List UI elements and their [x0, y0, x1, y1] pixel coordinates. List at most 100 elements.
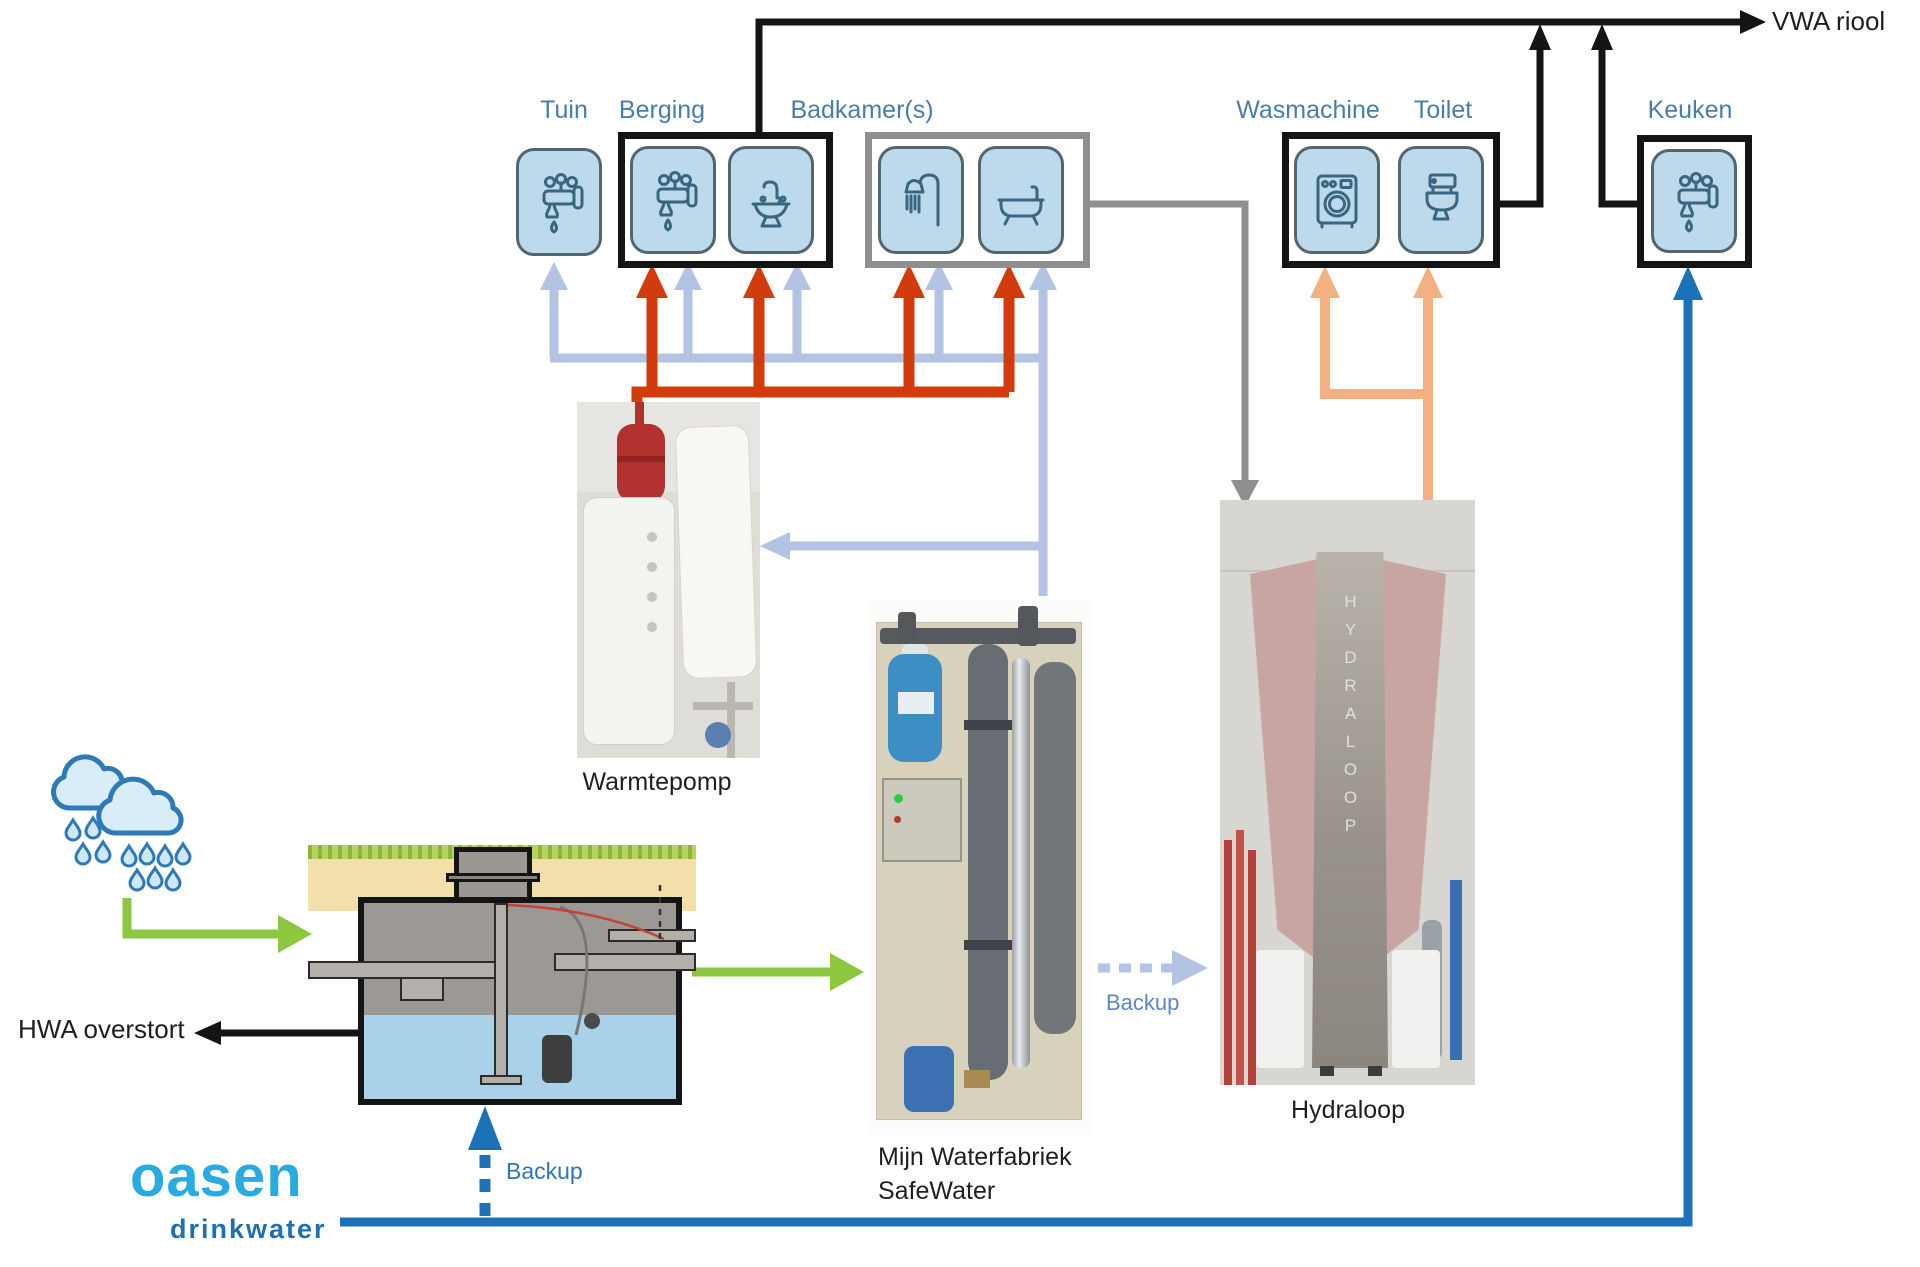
- hydraloop-vertical-text: HYDRALOOP: [1341, 592, 1360, 844]
- tank-fitting: [647, 592, 657, 602]
- oasen-tagline: drinkwater: [170, 1214, 327, 1244]
- label-wasmachine: Wasmachine: [1236, 96, 1380, 124]
- hot-water-lines: [631, 294, 1015, 404]
- red-pipe: [1236, 830, 1244, 1085]
- cold-water-lines: [549, 284, 1048, 596]
- drinkwater-lines: [340, 298, 1693, 1227]
- oasen-logo: oasen: [130, 1144, 303, 1209]
- label-vwa-riool: VWA riool: [1772, 6, 1886, 36]
- label-badkamers: Badkamer(s): [790, 96, 934, 124]
- label-toilet: Toilet: [1413, 96, 1473, 124]
- submersible-pump: [542, 1035, 572, 1083]
- sink-icon: [751, 180, 791, 228]
- recycled-water-arrowheads: [1310, 266, 1443, 298]
- backup-mains-arrowhead: [468, 1106, 502, 1150]
- tile-toilet: [1398, 146, 1484, 254]
- tank-water: [364, 1015, 676, 1099]
- rain-clouds-icon: [51, 754, 192, 892]
- toilet-icon: [1425, 173, 1459, 221]
- label-backup-mains: Backup: [506, 1158, 583, 1184]
- label-keuken: Keuken: [1647, 96, 1733, 124]
- group-berging: [618, 132, 833, 268]
- tile-washing-machine: [1294, 146, 1380, 254]
- red-led: [894, 816, 901, 823]
- pipe-elbow: [898, 612, 916, 642]
- filter-column-1: [968, 644, 1008, 1080]
- uv-lamp: [1012, 658, 1030, 1068]
- clamp: [964, 720, 1012, 730]
- label-berging: Berging: [618, 96, 706, 124]
- cold-water-arrowheads: [540, 262, 1057, 560]
- greywater-arrowhead: [1231, 480, 1259, 507]
- white-base-right: [1392, 950, 1440, 1068]
- filter-column-2: [1034, 662, 1076, 1034]
- filter-bowl: [904, 1046, 954, 1112]
- rose-panel-left: [1250, 558, 1322, 962]
- faucet-icon: [1677, 172, 1719, 233]
- pipe-foot: [480, 1075, 522, 1085]
- group-keuken: [1637, 135, 1752, 268]
- vessel-band: [617, 456, 665, 462]
- boiler-tank: [674, 424, 758, 680]
- riser-flange: [446, 873, 540, 882]
- float-switch: [584, 1013, 600, 1029]
- faucet-icon: [656, 171, 698, 232]
- vessel-pipe: [635, 402, 644, 428]
- rainwater-lines: [122, 898, 832, 977]
- washing-machine-icon: [1316, 174, 1358, 229]
- outlet-pipe: [554, 953, 696, 971]
- label-hwa-overstort: HWA overstort: [18, 1014, 185, 1044]
- blue-pipe: [1450, 880, 1462, 1060]
- safewater-photo: [868, 600, 1092, 1135]
- tank-label: [898, 692, 934, 714]
- backup-greywater-arrowhead: [1172, 950, 1208, 986]
- label-hydraloop: Hydraloop: [1291, 1096, 1405, 1124]
- foot: [1368, 1066, 1382, 1076]
- brass-fitting: [964, 1070, 990, 1088]
- warmtepomp-photo: [577, 402, 760, 758]
- recycled-water-lines: [1320, 294, 1433, 500]
- rainwater-cistern-illustration: [308, 845, 696, 1107]
- shower-icon: [904, 173, 940, 227]
- expansion-vessel: [617, 424, 665, 502]
- label-safewater: Mijn Waterfabriek SafeWater: [878, 1140, 1072, 1208]
- hydraloop-photo: HYDRALOOP: [1220, 500, 1475, 1085]
- label-tuin: Tuin: [540, 96, 588, 124]
- green-led: [894, 794, 903, 803]
- white-base-left: [1256, 950, 1304, 1068]
- hot-water-arrowheads: [636, 264, 1025, 298]
- pipe-elbow: [1018, 606, 1038, 646]
- steel-panel: HYDRALOOP: [1312, 552, 1388, 1068]
- cables: [507, 885, 665, 1036]
- tile-tuin-faucet: [516, 148, 602, 256]
- tank-fitting: [647, 562, 657, 572]
- sewer-arrowheads: [194, 10, 1766, 1045]
- tile-keuken-faucet: [1651, 149, 1737, 253]
- drinkwater-arrowhead: [1673, 266, 1703, 300]
- red-pipe: [1248, 850, 1256, 1085]
- sewer-lines: [218, 18, 1742, 1037]
- red-pipe: [1224, 840, 1232, 1085]
- tank-fitting: [647, 622, 657, 632]
- pipe: [693, 702, 753, 710]
- tile-shower: [878, 146, 964, 254]
- label-warmtepomp: Warmtepomp: [582, 768, 732, 796]
- overflow-pipe: [608, 929, 696, 942]
- control-box: [882, 778, 962, 862]
- group-badkamers: [865, 132, 1090, 268]
- label-safewater-line1: Mijn Waterfabriek: [878, 1143, 1072, 1171]
- tile-bathtub: [978, 146, 1064, 254]
- inlet-trap: [400, 977, 444, 1001]
- label-backup-greywater: Backup: [1106, 990, 1180, 1015]
- buffer-tank: [583, 497, 675, 745]
- bathtub-icon: [997, 185, 1045, 226]
- valve: [705, 722, 731, 748]
- pipe: [727, 682, 735, 758]
- faucet-icon: [542, 173, 584, 234]
- foot: [1320, 1066, 1334, 1076]
- label-safewater-line2: SafeWater: [878, 1177, 996, 1205]
- clamp: [964, 940, 1012, 950]
- tile-berging-faucet: [630, 146, 716, 254]
